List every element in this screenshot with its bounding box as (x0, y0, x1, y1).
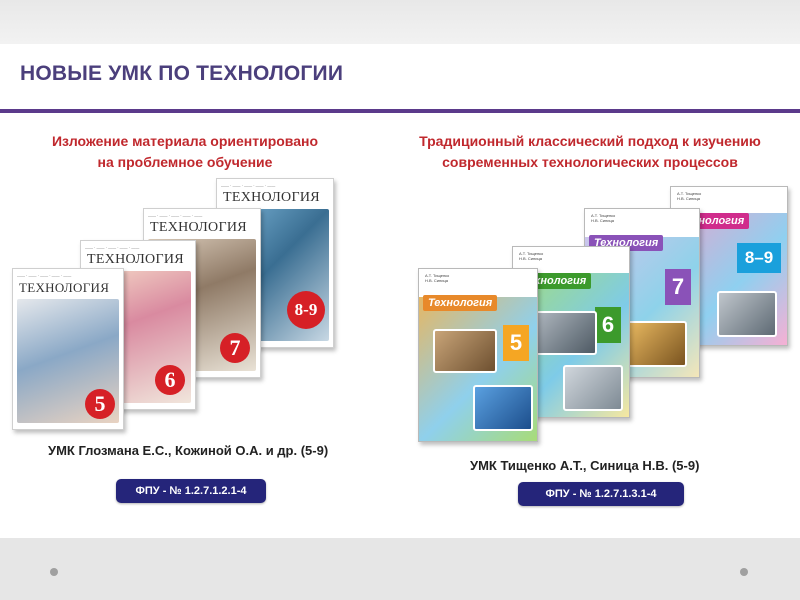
right-subtitle-line2: современных технологических процессов (442, 154, 738, 170)
book-title: Технология (423, 295, 498, 311)
book-photo (433, 329, 497, 373)
left-subtitle: Изложение материала ориентировано на про… (30, 131, 340, 173)
fpu-badge-tishchenko: ФПУ - № 1.2.7.1.3.1-4 (518, 482, 684, 506)
title-divider (0, 109, 800, 113)
grade-badge: 8-9 (287, 291, 325, 329)
book-photo (533, 311, 597, 355)
slide-title: НОВЫЕ УМК ПО ТЕХНОЛОГИИ (20, 62, 344, 85)
slide-nav-dot-right[interactable] (740, 568, 748, 576)
grade-badge: 5 (503, 325, 529, 361)
fpu-badge-glozman: ФПУ - № 1.2.7.1.2.1-4 (116, 479, 266, 503)
slide-nav-dot-left[interactable] (50, 568, 58, 576)
book-photo-2 (563, 365, 623, 411)
book-photo (627, 321, 687, 367)
grade-badge: 7 (665, 269, 691, 305)
book-authors: —— · —— · —— · —— · —— (148, 213, 203, 218)
book-photo (717, 291, 777, 337)
right-subtitle: Традиционный классический подход к изуче… (410, 131, 770, 173)
book-title: ТЕХНОЛОГИЯ (150, 220, 247, 235)
left-subtitle-line1: Изложение материала ориентировано (51, 133, 319, 149)
book-title: ТЕХНОЛОГИЯ (223, 190, 320, 205)
grade-badge: 5 (85, 389, 115, 419)
bottom-band (0, 538, 800, 600)
book-authors: —— · —— · —— · —— · —— (221, 183, 276, 188)
right-subtitle-line1: Традиционный классический подход к изуче… (419, 133, 761, 149)
book-title: ТЕХНОЛОГИЯ (19, 280, 110, 295)
umk-glozman-label: УМК Глозмана Е.С., Кожиной О.А. и др. (5… (48, 443, 329, 458)
umk-tishchenko-label: УМК Тищенко А.Т., Синица Н.В. (5-9) (470, 458, 700, 473)
grade-badge: 6 (595, 307, 621, 343)
book-header-stripe (585, 209, 699, 237)
grade-badge: 6 (155, 365, 185, 395)
book-cover-glozman-5[interactable]: —— · —— · —— · —— · —— ТЕХНОЛОГИЯ 5 (12, 268, 124, 430)
book-photo-2 (473, 385, 533, 431)
book-authors: —— · —— · —— · —— · —— (17, 273, 72, 278)
top-band (0, 0, 800, 44)
grade-badge: 8–9 (737, 243, 781, 273)
book-header-stripe (419, 269, 537, 297)
grade-badge: 7 (220, 333, 250, 363)
book-authors: —— · —— · —— · —— · —— (85, 245, 140, 250)
book-title: ТЕХНОЛОГИЯ (87, 252, 184, 267)
left-subtitle-line2: на проблемное обучение (97, 154, 273, 170)
